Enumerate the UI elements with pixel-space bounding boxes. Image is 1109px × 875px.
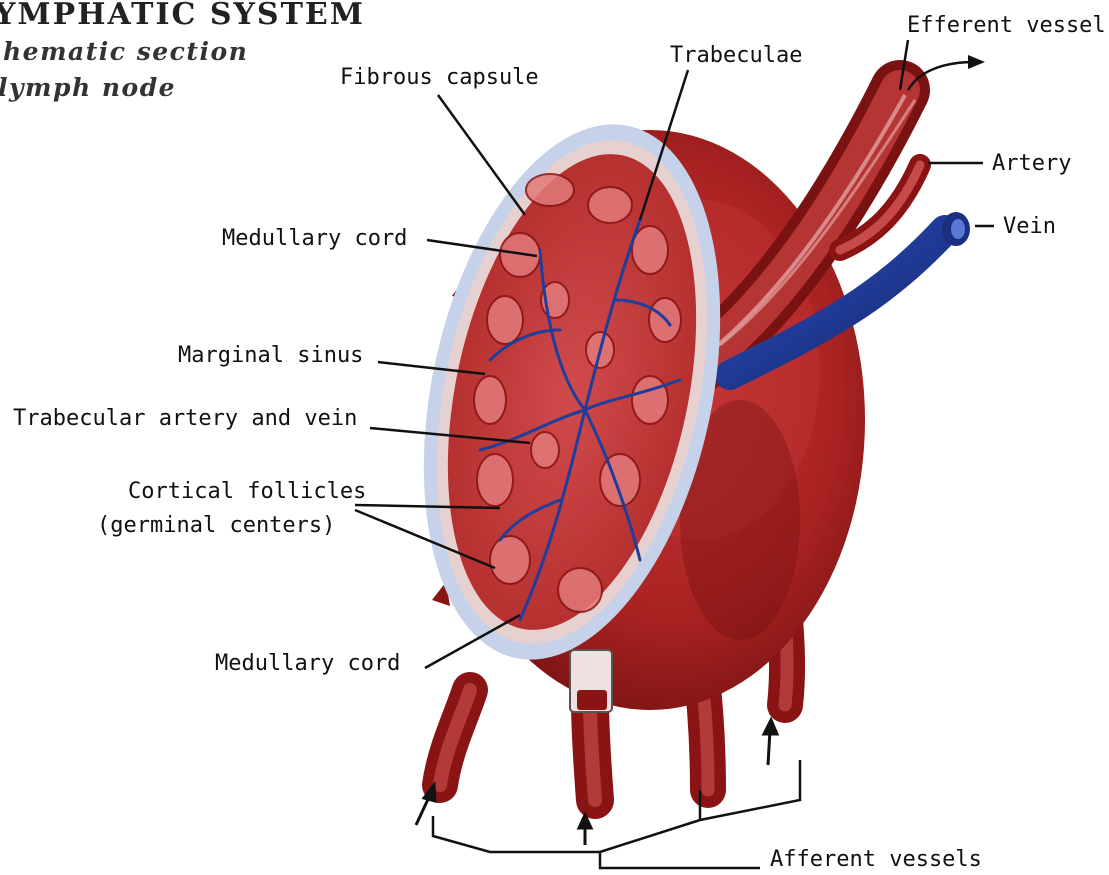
label-trabeculae: Trabeculae xyxy=(670,43,802,68)
label-medullary-cord-top: Medullary cord xyxy=(222,226,407,251)
efferent-arrow-icon xyxy=(968,55,985,69)
diagram-subtitle-line1: hematic section xyxy=(3,37,248,66)
label-artery: Artery xyxy=(992,151,1071,176)
label-medullary-cord-bottom: Medullary cord xyxy=(215,651,400,676)
label-marginal-sinus: Marginal sinus xyxy=(178,343,363,368)
label-trabecular-artery-vein: Trabecular artery and vein xyxy=(13,406,357,431)
diagram-title: YMPHATIC SYSTEM xyxy=(0,0,365,32)
label-vein: Vein xyxy=(1003,214,1056,239)
afferent-bracket xyxy=(433,760,800,852)
label-fibrous-capsule: Fibrous capsule xyxy=(340,65,539,90)
label-germinal-centers: (germinal centers) xyxy=(97,513,335,538)
diagram-subtitle-line2: lymph node xyxy=(0,73,176,102)
label-efferent-vessel: Efferent vessel xyxy=(907,13,1106,38)
label-afferent-vessels: Afferent vessels xyxy=(770,847,982,872)
label-cortical-follicles: Cortical follicles xyxy=(128,479,366,504)
